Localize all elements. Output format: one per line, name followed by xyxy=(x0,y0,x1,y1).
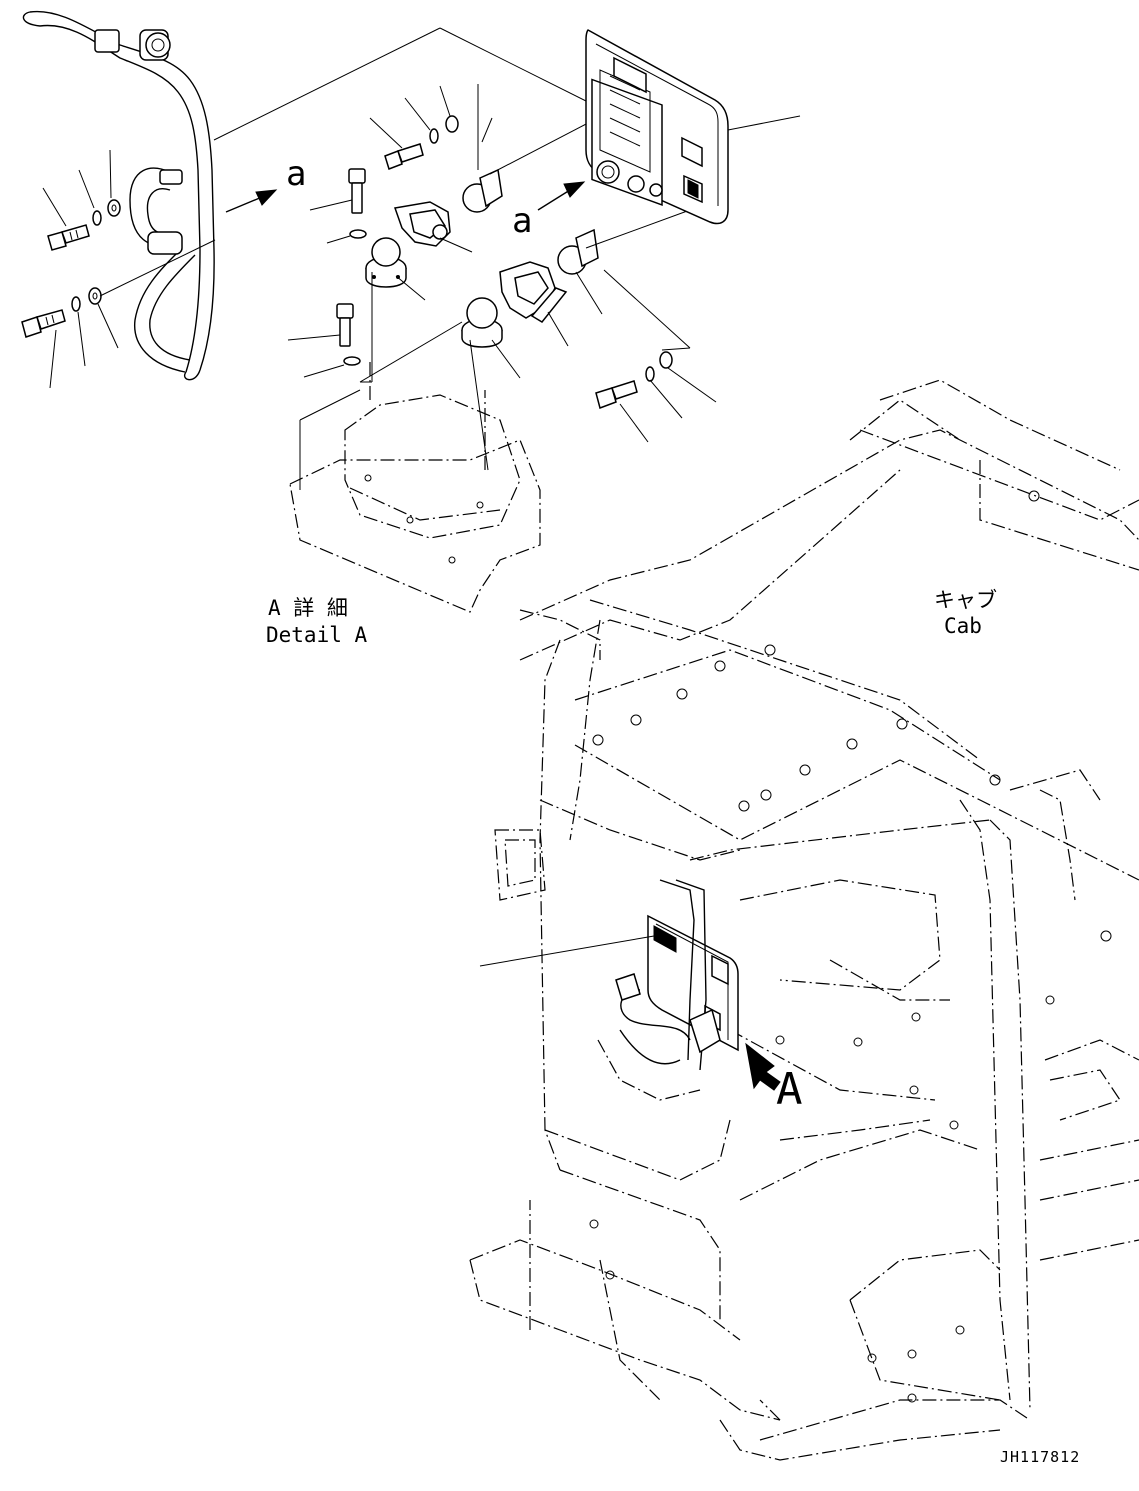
cab-label-en: Cab xyxy=(944,614,982,638)
ball-mount-icon xyxy=(365,237,407,288)
flat-washer-icon xyxy=(349,229,367,239)
arrow-icon xyxy=(537,181,586,211)
bolt-icon xyxy=(336,303,354,347)
detail-title-jp: A 詳 細 xyxy=(268,596,348,620)
lock-washer-icon xyxy=(71,296,81,312)
bolt-icon xyxy=(595,380,638,409)
ball-mount-icon xyxy=(461,297,503,348)
bolt-icon xyxy=(348,168,366,214)
detail-title-en: Detail A xyxy=(266,623,368,647)
view-marker-label: A xyxy=(776,1064,803,1115)
arrow-icon xyxy=(225,189,278,213)
flat-washer-icon xyxy=(88,287,102,305)
drawing-id: JH117812 xyxy=(1000,1448,1080,1466)
flat-washer-icon xyxy=(659,351,673,369)
flat-washer-icon xyxy=(107,199,121,217)
clamp-arm-icon xyxy=(393,201,451,247)
bolt-icon xyxy=(21,309,66,338)
wire-harness-icon xyxy=(22,10,601,381)
view-arrow-right-label: a xyxy=(512,201,532,241)
bolt-icon xyxy=(47,224,90,251)
arrow-icon xyxy=(745,1042,781,1091)
detail-a-view: a xyxy=(21,10,801,647)
lock-washer-icon xyxy=(429,128,439,144)
mounting-plate xyxy=(289,360,541,613)
lock-washer-icon xyxy=(645,366,655,382)
lock-washer-icon xyxy=(92,210,102,226)
flat-washer-icon xyxy=(343,356,361,366)
cab-bolts xyxy=(589,490,1112,1403)
bolt-icon xyxy=(384,143,424,170)
flat-washer-icon xyxy=(445,115,459,133)
clamp-arm-icon xyxy=(499,261,568,323)
view-arrow-left-label: a xyxy=(286,154,306,194)
cab-frame: A キャブ Cab xyxy=(469,379,1139,1461)
cab-label-jp: キャブ xyxy=(934,588,997,612)
monitor-icon xyxy=(585,29,801,225)
